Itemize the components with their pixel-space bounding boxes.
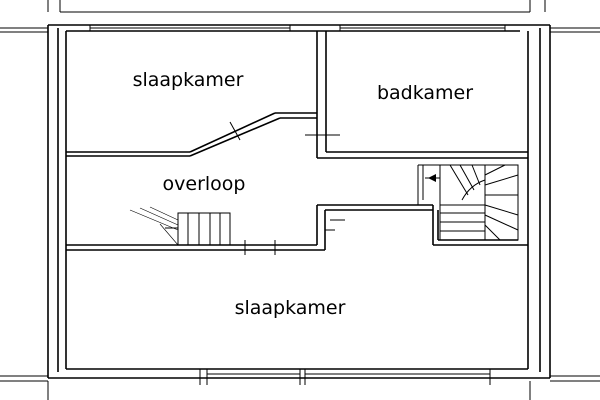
top-windows [89, 25, 506, 31]
bottom-window [199, 369, 491, 385]
room-label-slaapkamer-bottom: slaapkamer [235, 297, 346, 319]
exterior-walls [0, 24, 600, 400]
winding-staircase [425, 164, 519, 241]
room-label-badkamer: badkamer [377, 82, 473, 104]
room-label-slaapkamer-top: slaapkamer [133, 69, 244, 91]
room-label-overloop: overloop [163, 173, 246, 195]
attic-stair [129, 206, 231, 246]
top-edge [47, 0, 546, 13]
